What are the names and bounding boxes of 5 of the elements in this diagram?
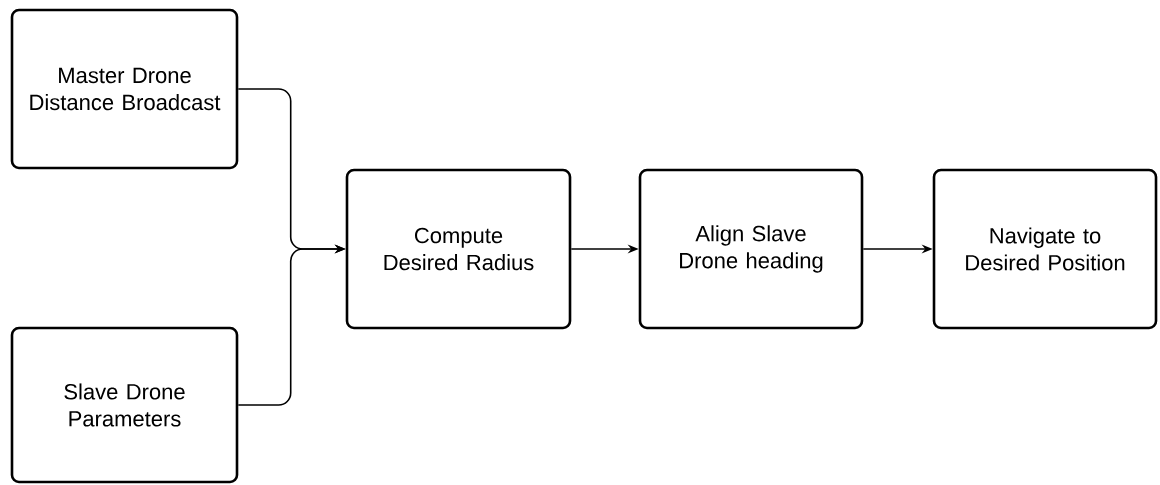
process-box: Align Slave Drone heading <box>638 168 864 330</box>
process-box: Navigate to Desired Position <box>932 168 1158 330</box>
process-box: Master Drone Distance Broadcast <box>10 8 239 170</box>
process-box: Slave Drone Parameters <box>10 326 239 484</box>
process-box: Compute Desired Radius <box>345 168 572 330</box>
